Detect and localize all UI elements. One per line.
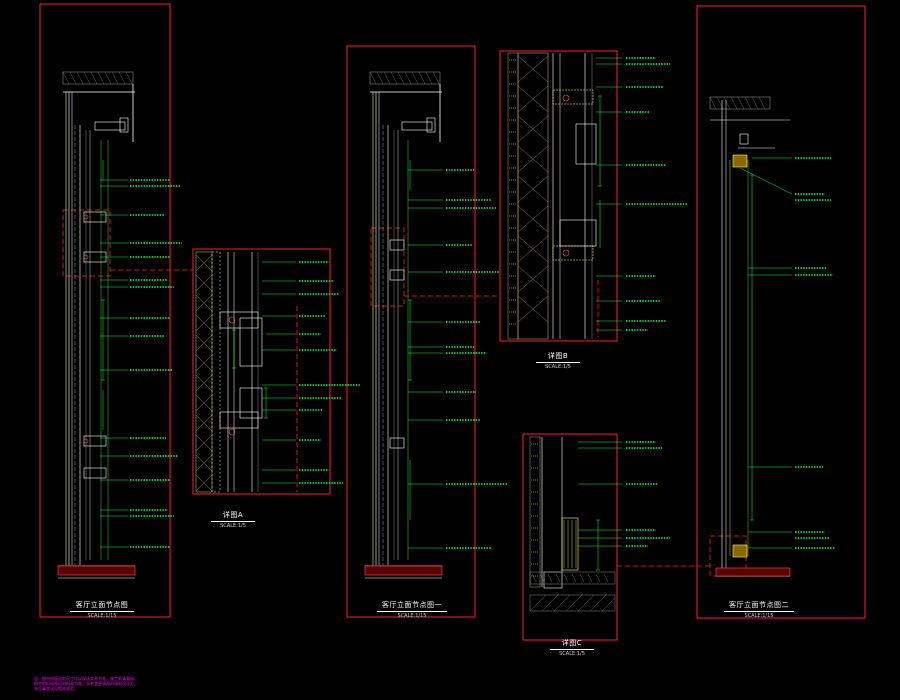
caption-title: 详图C xyxy=(561,639,583,647)
caption-scale: SCALE:1/5 xyxy=(220,523,246,529)
caption-rule xyxy=(211,521,255,522)
frame-detail-a xyxy=(192,248,331,495)
detail-b-drawing xyxy=(507,52,688,340)
caption-title: 客厅立面节点图一 xyxy=(382,601,442,609)
caption-scale: SCALE:1/15 xyxy=(397,613,427,619)
note-line: 注：图中所标注的尺寸均以现场实测为准，施工前请复核。 xyxy=(34,676,138,681)
caption-elevation-6: 客厅立面节点图二 SCALE:1/15 xyxy=(724,600,794,619)
caption-title: 详图B xyxy=(547,352,569,360)
caption-rule xyxy=(724,611,794,612)
caption-scale: SCALE:1/15 xyxy=(87,613,117,619)
elevation-3-drawing xyxy=(364,71,508,579)
frame-elevation-1 xyxy=(39,3,171,618)
caption-title: 客厅立面节点图二 xyxy=(729,601,789,609)
caption-detail-c: 详图C SCALE:1/5 xyxy=(550,638,594,657)
note-line: 图中材料规格以材料表为准，如有变更请及时通知设计方。 xyxy=(34,681,138,686)
elevation-6-drawing xyxy=(709,96,835,577)
caption-title: 客厅立面节点图 xyxy=(75,601,129,609)
caption-rule xyxy=(70,611,134,612)
drawing-notes: 注：图中所标注的尺寸均以现场实测为准，施工前请复核。 图中材料规格以材料表为准，… xyxy=(34,676,138,691)
caption-elevation-3: 客厅立面节点图一 SCALE:1/15 xyxy=(377,600,447,619)
caption-scale: SCALE:1/15 xyxy=(744,613,774,619)
frame-elevation-6 xyxy=(696,5,866,619)
frame-detail-c xyxy=(522,433,618,641)
frame-detail-b xyxy=(499,50,618,342)
caption-scale: SCALE:1/5 xyxy=(559,651,585,657)
caption-rule xyxy=(550,649,594,650)
detail-c-drawing xyxy=(529,436,670,612)
caption-rule xyxy=(377,611,447,612)
elevation-1-drawing xyxy=(57,71,182,579)
note-line: 未尽事宜详见相关规范。 xyxy=(34,686,78,691)
caption-title: 详图A xyxy=(222,511,244,519)
caption-scale: SCALE:1/5 xyxy=(545,364,571,370)
caption-detail-b: 详图B SCALE:1/5 xyxy=(536,351,580,370)
caption-elevation-1: 客厅立面节点图 SCALE:1/15 xyxy=(70,600,134,619)
caption-detail-a: 详图A SCALE:1/5 xyxy=(211,510,255,529)
frame-elevation-3 xyxy=(346,45,476,618)
caption-rule xyxy=(536,362,580,363)
detail-a-drawing xyxy=(195,251,361,493)
